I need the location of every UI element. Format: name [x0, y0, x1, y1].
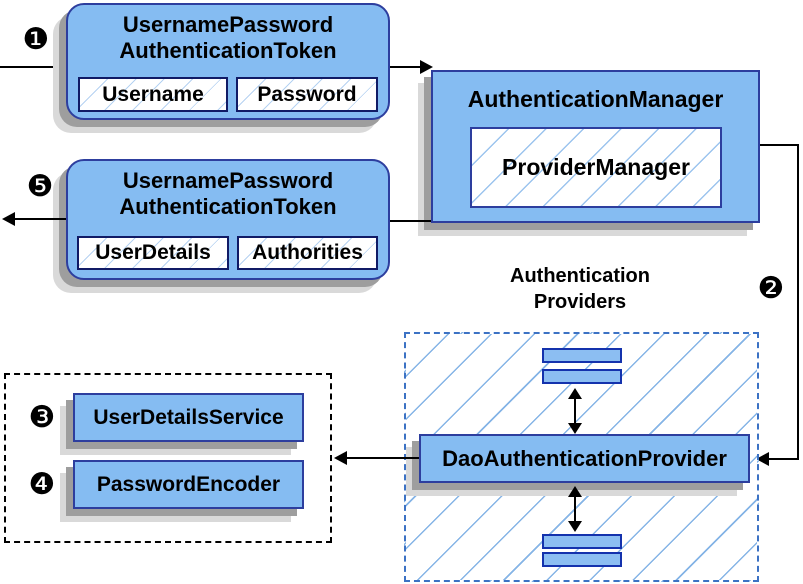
provider-stub-bar-bottom-1 [542, 534, 622, 549]
password-encoder-label: PasswordEncoder [96, 472, 281, 496]
arrow-token-to-manager-head [420, 60, 433, 74]
incoming-request-line [0, 66, 66, 68]
outgoing-response-line [13, 218, 66, 220]
step2-connector-head [756, 452, 769, 466]
step-4-badge: ❹ [28, 468, 56, 501]
user-details-field-chip: UserDetails [77, 236, 229, 270]
arrowhead-up [568, 486, 582, 497]
response-token-title-line2: AuthenticationToken [119, 194, 337, 220]
response-token-box: UsernamePassword AuthenticationToken Use… [66, 159, 390, 280]
provider-manager-label: ProviderManager [502, 154, 690, 180]
authentication-manager-title: AuthenticationManager [467, 86, 724, 112]
dao-top-double-arrow [568, 388, 582, 434]
response-token-title-line1: UsernamePassword [122, 168, 334, 193]
authentication-providers-label-line1: Authentication [510, 265, 650, 287]
step-5-badge: ❺ [26, 170, 54, 203]
dao-bottom-double-arrow [568, 486, 582, 532]
authentication-providers-label: Authentication Providers [470, 263, 690, 315]
provider-stub-bar-top-2 [542, 369, 622, 384]
authorities-field-chip: Authorities [237, 236, 378, 270]
provider-stub-bar-bottom-2 [542, 552, 622, 567]
password-field-chip: Password [236, 77, 378, 112]
provider-manager-box: ProviderManager [470, 127, 722, 208]
dao-authentication-provider-box: DaoAuthenticationProvider [419, 434, 750, 483]
arrowhead-up [568, 388, 582, 399]
username-field-chip: Username [78, 77, 228, 112]
user-details-service-box: UserDetailsService [73, 393, 304, 442]
step2-connector-bottom [768, 458, 799, 460]
authentication-providers-label-line2: Providers [533, 291, 627, 313]
dao-authentication-provider-label: DaoAuthenticationProvider [442, 445, 727, 471]
username-field-label: Username [102, 82, 204, 106]
request-token-box: UsernamePassword AuthenticationToken Use… [66, 3, 390, 120]
arrow-token-to-manager-line [390, 66, 421, 68]
response-token-title: UsernamePassword AuthenticationToken [119, 161, 336, 221]
arrow-dao-to-beans-line [346, 457, 419, 459]
double-arrow-shaft [574, 494, 576, 524]
user-details-service-label: UserDetailsService [93, 405, 284, 429]
manager-to-response-token-line [390, 220, 431, 222]
arrowhead-down [568, 521, 582, 532]
provider-stub-bar-top-1 [542, 348, 622, 363]
step-1-badge: ❶ [22, 23, 50, 56]
authentication-manager-box: AuthenticationManager ProviderManager [431, 70, 760, 223]
authorities-field-label: Authorities [252, 241, 363, 264]
password-field-label: Password [257, 82, 357, 106]
double-arrow-shaft [574, 396, 576, 426]
step-2-badge: ❷ [757, 272, 785, 305]
password-encoder-box: PasswordEncoder [73, 460, 304, 509]
arrow-dao-to-beans-head [334, 451, 347, 465]
user-details-field-label: UserDetails [95, 241, 211, 264]
outgoing-response-head [2, 212, 15, 226]
request-token-title-line1: UsernamePassword [122, 12, 334, 37]
request-token-title: UsernamePassword AuthenticationToken [119, 5, 336, 65]
request-token-title-line2: AuthenticationToken [119, 38, 337, 64]
step-3-badge: ❸ [28, 401, 56, 434]
arrowhead-down [568, 423, 582, 434]
step2-connector-top [760, 144, 799, 146]
beans-container [4, 373, 332, 543]
step2-connector-vertical [797, 144, 799, 460]
